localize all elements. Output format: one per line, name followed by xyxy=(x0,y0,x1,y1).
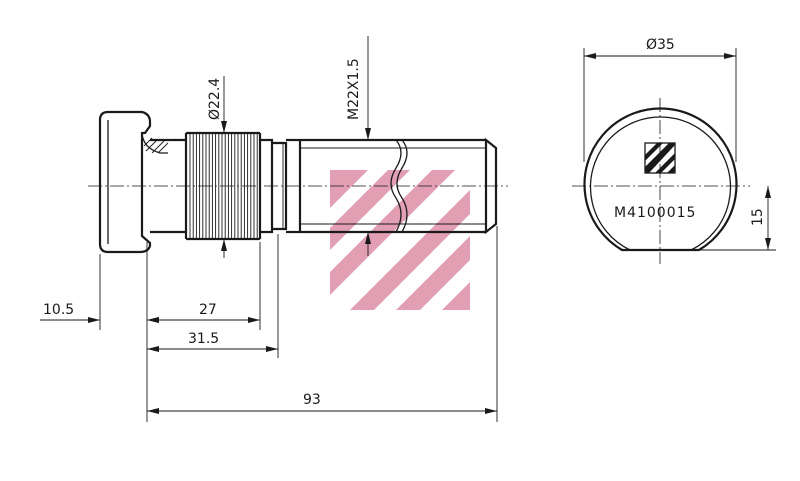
head-hatch xyxy=(143,137,169,154)
dim-label-22-4: Ø22.4 xyxy=(207,78,223,120)
part-number-label: M4100015 xyxy=(614,205,696,221)
dim-label-31-5: 31.5 xyxy=(188,331,219,347)
dim-thread-m22: M22X1.5 xyxy=(346,36,371,256)
dim-label-10-5: 10.5 xyxy=(43,302,74,318)
end-view: M4100015 xyxy=(572,98,750,264)
dim-length-93: 93 xyxy=(147,392,497,414)
dim-label-35: Ø35 xyxy=(646,37,675,53)
dim-length-27: 27 xyxy=(147,302,260,323)
dim-label-27: 27 xyxy=(199,302,217,318)
extension-lines xyxy=(99,226,498,422)
watermark-logo xyxy=(330,170,470,310)
bolt-head xyxy=(98,110,169,254)
dim-length-31-5: 31.5 xyxy=(147,331,278,352)
dim-flat-15: 15 xyxy=(700,186,776,251)
dim-diameter-22-4: Ø22.4 xyxy=(207,76,227,258)
marking-square xyxy=(644,142,676,174)
dim-label-15: 15 xyxy=(750,208,766,226)
dim-diameter-35: Ø35 xyxy=(583,37,737,162)
dim-label-thread: M22X1.5 xyxy=(346,58,362,120)
dim-label-93: 93 xyxy=(303,392,321,408)
